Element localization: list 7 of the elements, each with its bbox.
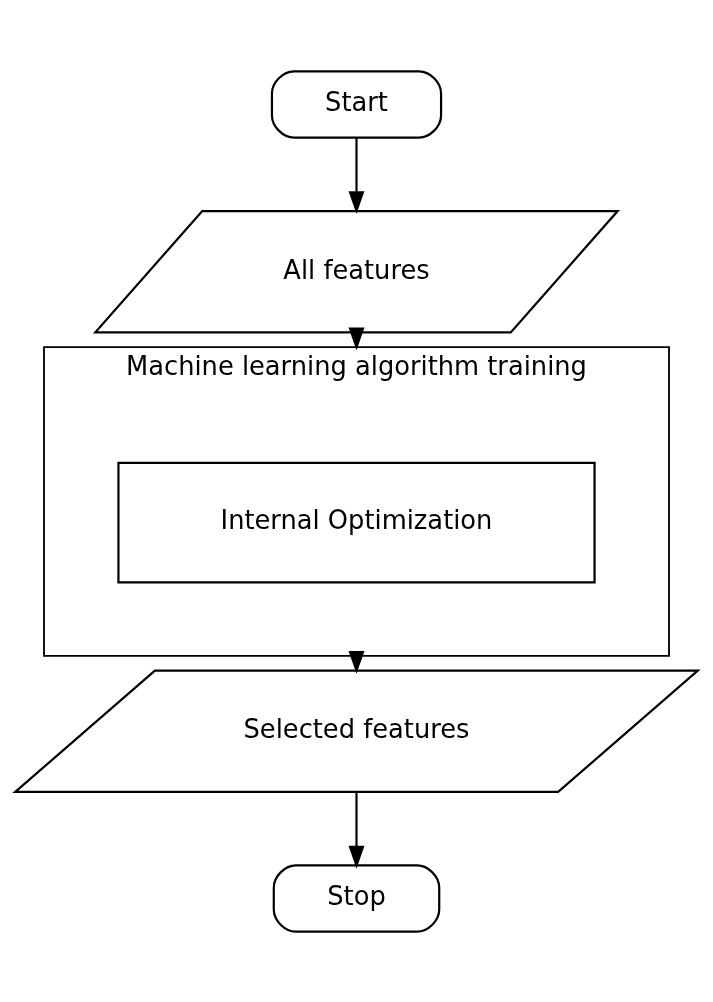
node-box: Start bbox=[270, 69, 443, 139]
arrow bbox=[348, 137, 365, 214]
arrow bbox=[348, 791, 365, 869]
arrow bbox=[348, 650, 365, 674]
arrow bbox=[348, 327, 365, 350]
node-box: Internal Optimization bbox=[117, 461, 596, 583]
node-box: Stop bbox=[272, 863, 441, 933]
